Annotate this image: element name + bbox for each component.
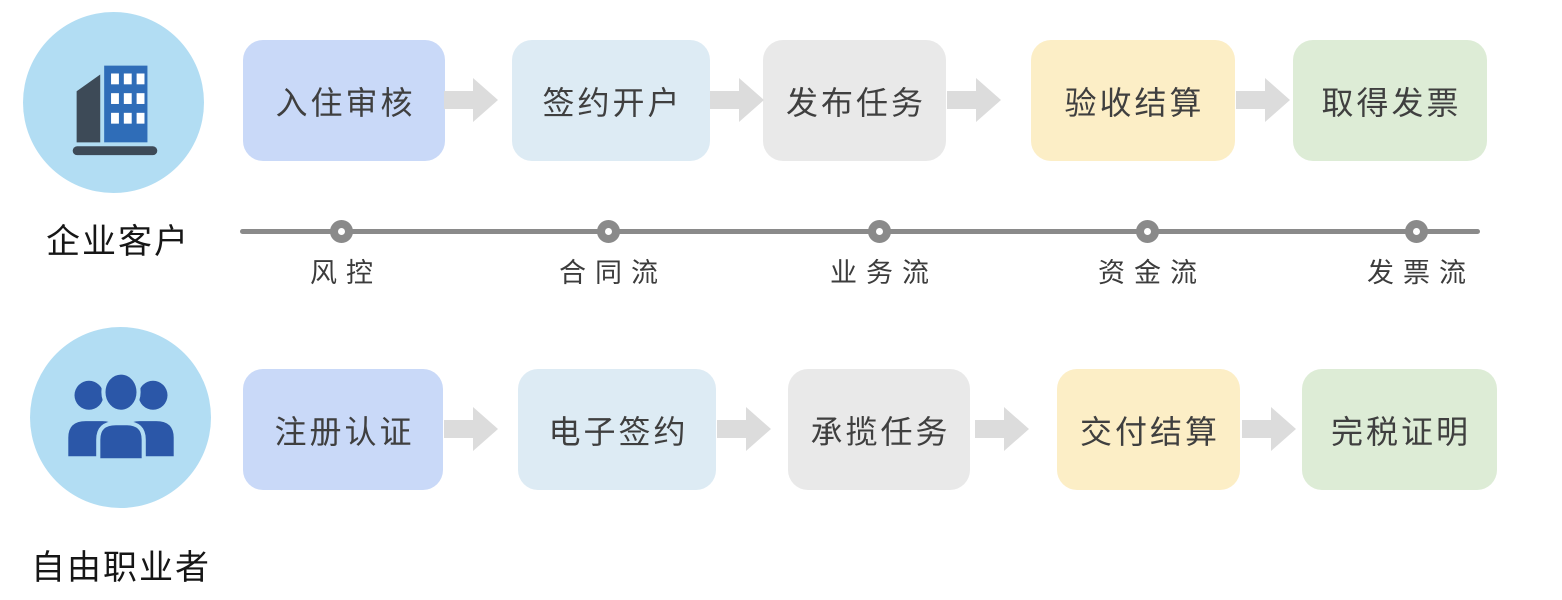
step-label: 交付结算: [1079, 413, 1220, 450]
arrow-right-icon: [710, 77, 765, 123]
timeline-line: [240, 229, 1480, 234]
step-label: 入住审核: [275, 84, 416, 121]
step-freelancer-3: 承揽任务: [788, 369, 970, 490]
building-icon: [72, 65, 157, 155]
timeline-label-3: 业务流: [830, 258, 938, 288]
step-label: 承揽任务: [810, 413, 951, 450]
arrow-right-icon: [947, 77, 1002, 123]
step-label: 完税证明: [1330, 413, 1471, 450]
step-label: 注册认证: [274, 413, 415, 450]
step-freelancer-4: 交付结算: [1057, 369, 1240, 490]
timeline-label-5: 发票流: [1367, 258, 1475, 288]
step-label: 发布任务: [785, 84, 926, 121]
people-icon: [67, 369, 174, 462]
step-label: 签约开户: [542, 84, 683, 121]
step-freelancer-2: 电子签约: [518, 369, 716, 490]
step-enterprise-5: 取得发票: [1293, 40, 1487, 161]
freelancer-avatar: [30, 327, 211, 508]
step-enterprise-2: 签约开户: [512, 40, 710, 161]
step-enterprise-4: 验收结算: [1031, 40, 1235, 161]
arrow-right-icon: [717, 406, 772, 452]
step-label: 验收结算: [1064, 84, 1205, 121]
enterprise-label: 企业客户: [46, 223, 190, 261]
step-freelancer-5: 完税证明: [1302, 369, 1497, 490]
timeline-dot: [1405, 220, 1428, 243]
timeline-dot: [1136, 220, 1159, 243]
step-enterprise-1: 入住审核: [243, 40, 445, 161]
arrow-right-icon: [444, 77, 499, 123]
arrow-right-icon: [1236, 77, 1291, 123]
timeline-label-1: 风控: [310, 258, 382, 288]
timeline-label-2: 合同流: [559, 258, 667, 288]
arrow-right-icon: [975, 406, 1030, 452]
timeline-dot: [330, 220, 353, 243]
step-label: 取得发票: [1321, 84, 1462, 121]
step-label: 电子签约: [548, 413, 689, 450]
freelancer-label: 自由职业者: [31, 549, 211, 587]
enterprise-avatar: [23, 12, 204, 193]
timeline-label-4: 资金流: [1098, 258, 1206, 288]
arrow-right-icon: [444, 406, 499, 452]
step-freelancer-1: 注册认证: [243, 369, 443, 490]
arrow-right-icon: [1242, 406, 1297, 452]
step-enterprise-3: 发布任务: [763, 40, 946, 161]
timeline-dot: [597, 220, 620, 243]
timeline-dot: [868, 220, 891, 243]
